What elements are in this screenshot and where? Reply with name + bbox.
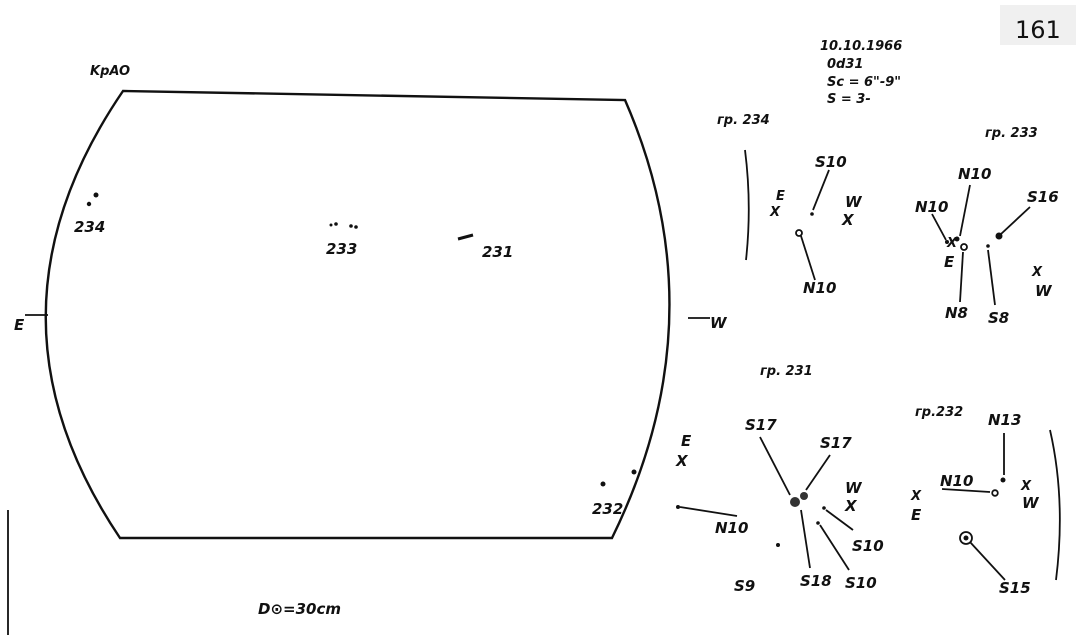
direction-label: W — [1035, 282, 1053, 300]
direction-label: W — [1022, 494, 1040, 512]
spot-label: S9 — [734, 577, 755, 595]
page-number-background — [1000, 5, 1076, 45]
direction-label: E — [776, 189, 785, 204]
spot-label: N8 — [945, 304, 968, 322]
panel-group-234: гр. 234 S10 N10 E X W X — [717, 113, 863, 297]
disk-spots — [86, 192, 637, 487]
date-label: 10.10.1966 — [820, 39, 902, 54]
direction-marker: X — [910, 489, 922, 504]
spot-label: S15 — [999, 579, 1031, 597]
spot-label: N10 — [915, 198, 948, 216]
group-label-232: 232 — [592, 500, 623, 518]
disk-diameter-label: D⊙=30cm — [258, 600, 341, 618]
panel-group-231: гр. 231 S17 S17 E X W X N10 S10 S9 S18 S… — [675, 364, 884, 595]
panel-group-233: гр. 233 N10 N10 S16 X E X W N8 S8 — [915, 126, 1059, 327]
spot-label: S10 — [815, 153, 847, 171]
spot-label: S18 — [800, 572, 832, 590]
spot-label: S17 — [745, 416, 777, 434]
east-label: E — [14, 316, 25, 334]
panel-group-232: гр.232 N13 N10 X E X W S15 — [910, 405, 1061, 597]
spot-label: S8 — [988, 309, 1009, 327]
spot-label: N10 — [803, 279, 836, 297]
panel-title: гр. 234 — [717, 113, 770, 128]
spot-label: S10 — [852, 537, 884, 555]
group-label-231: 231 — [482, 243, 513, 261]
station-label: KpAO — [90, 64, 130, 79]
page-number: 161 — [1015, 16, 1061, 44]
direction-label: W — [845, 193, 863, 211]
direction-marker: X — [675, 452, 689, 470]
direction-label: E — [911, 506, 922, 524]
direction-marker: X — [946, 236, 958, 251]
spot-label: S17 — [820, 434, 852, 452]
panel-title: гр. 233 — [985, 126, 1038, 141]
direction-label: W — [845, 479, 863, 497]
spot-label: N10 — [958, 165, 991, 183]
direction-marker: X — [844, 497, 858, 515]
spot-label: S16 — [1027, 188, 1059, 206]
group-label-233: 233 — [326, 240, 357, 258]
direction-label: E — [944, 253, 955, 271]
panel-title: гр.232 — [915, 405, 963, 420]
direction-marker: X — [1020, 479, 1032, 494]
quality-label: S = 3- — [827, 92, 871, 107]
panel-title: гр. 231 — [760, 364, 813, 379]
spot-label: N13 — [988, 411, 1021, 429]
solar-disk-outline — [44, 89, 671, 540]
spot-label: N10 — [940, 472, 973, 490]
time-label: 0d31 — [827, 57, 863, 72]
group-label-234: 234 — [74, 218, 105, 236]
direction-marker: X — [769, 205, 781, 220]
spot-label: N10 — [715, 519, 748, 537]
west-label: W — [710, 314, 728, 332]
spot-label: S10 — [845, 574, 877, 592]
seeing-label: Sc = 6"-9" — [827, 75, 901, 90]
direction-label: E — [681, 432, 692, 450]
direction-marker: X — [1031, 265, 1043, 280]
direction-marker: X — [841, 211, 855, 229]
